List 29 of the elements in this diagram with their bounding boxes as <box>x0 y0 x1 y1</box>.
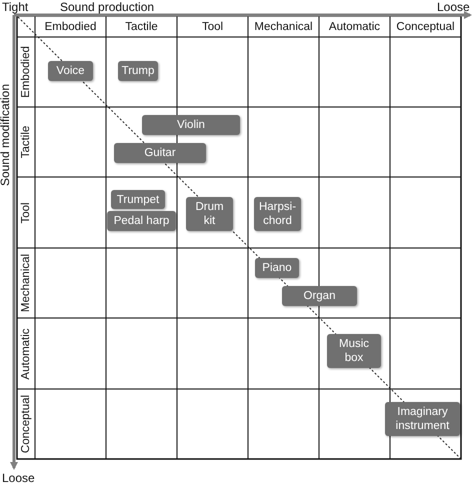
column-header: Conceptual <box>396 20 455 34</box>
axis-label: Sound modification <box>0 84 12 186</box>
column-header: Embodied <box>44 20 96 34</box>
instrument-box: Music box <box>327 334 381 368</box>
instrument-box: Violin <box>142 115 240 135</box>
instrument-box: Trumpet <box>111 190 165 209</box>
instrument-box: Trump <box>118 61 158 81</box>
axis-label: Sound production <box>60 0 154 14</box>
instrument-box: Guitar <box>114 143 206 163</box>
row-header: Automatic <box>19 328 33 380</box>
instrument-box: Drum kit <box>186 197 233 231</box>
column-header: Mechanical <box>254 20 313 34</box>
row-header: Embodied <box>19 46 33 98</box>
row-header: Tool <box>19 202 33 224</box>
axis-label: Tight <box>2 0 28 14</box>
instrument-box: Imaginary instrument <box>385 402 460 436</box>
axis-label: Loose <box>437 0 470 14</box>
axis-label: Loose <box>2 471 35 485</box>
row-header: Conceptual <box>19 394 33 454</box>
column-header: Tactile <box>125 20 158 34</box>
instrument-box: Organ <box>282 286 357 306</box>
instrument-box: Voice <box>48 61 93 81</box>
column-header: Automatic <box>328 20 380 34</box>
instrument-box: Harpsi- chord <box>254 197 301 231</box>
row-header: Mechanical <box>19 254 33 312</box>
row-header: Tactile <box>19 126 33 158</box>
instrument-box: Pedal harp <box>107 211 176 231</box>
instrument-box: Piano <box>255 258 299 278</box>
column-header: Tool <box>202 20 224 34</box>
